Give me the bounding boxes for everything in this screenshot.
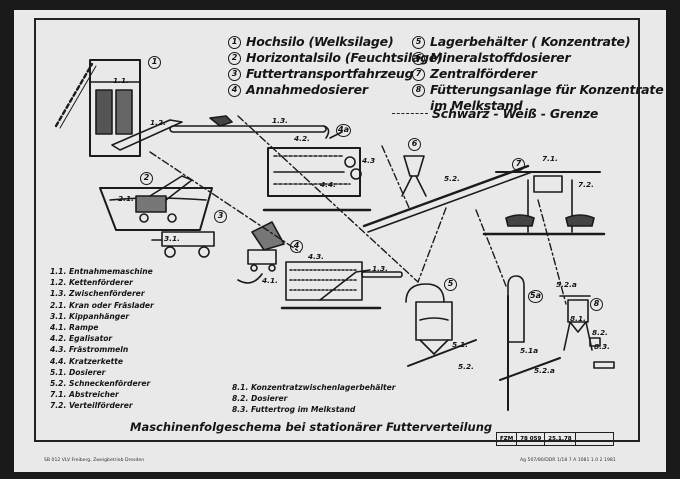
- part-1-3: 1.3. Zwischenförderer: [50, 289, 145, 299]
- label-1-3: 1.3.: [272, 116, 288, 125]
- legend-1-number: 1: [228, 36, 241, 49]
- parts-list-left: 1.1. Entnahmemaschine 1.2. Kettenfördere…: [50, 266, 154, 412]
- legend-4-number: 4: [228, 84, 241, 97]
- label-2: 2: [140, 172, 153, 185]
- chain-conveyor: [111, 115, 330, 151]
- label-7-1: 7.1.: [542, 154, 558, 163]
- label-8: 8: [590, 298, 603, 311]
- part-1-2: 1.2. Kettenförderer: [50, 278, 133, 288]
- boundary-line-sample: [392, 113, 428, 114]
- legend-3-text: Futtertransportfahrzeug: [246, 66, 414, 81]
- label-3-1: 3.1.: [164, 234, 180, 243]
- diagram-title: Maschinenfolgeschema bei stationärer Fut…: [130, 420, 493, 434]
- label-3: 3: [214, 210, 227, 223]
- black-white-boundary: [149, 115, 567, 305]
- label-8-3: 8.3.: [594, 342, 610, 351]
- legend-7-text: Zentralförderer: [430, 66, 537, 81]
- label-6: 6: [408, 138, 421, 151]
- drawing-stamp: FZM 78 059 25.1.78: [496, 432, 614, 446]
- label-7: 7: [512, 158, 525, 171]
- receiving-doser: [237, 221, 403, 310]
- part-3-1: 3.1. Kippanhänger: [50, 311, 130, 321]
- label-4-1: 4.1.: [262, 276, 278, 285]
- label-7-2: 7.2.: [578, 180, 594, 189]
- legend-5-number: 5: [412, 36, 425, 49]
- label-4-2: 4.2.: [294, 134, 310, 143]
- label-5: 5: [444, 278, 457, 291]
- label-4-3-bottom: 4.3.: [308, 252, 324, 261]
- legend-6-text: Mineralstoffdosierer: [430, 50, 571, 65]
- part-8-1: 8.1. Konzentratzwischenlagerbehälter: [232, 383, 396, 392]
- stamp-number: 78 059: [517, 433, 546, 445]
- label-5-1a: 5.1a: [520, 346, 539, 355]
- leveler-unit: [262, 131, 372, 212]
- part-7-1: 7.1. Abstreicher: [50, 390, 119, 400]
- concentrate-feeder: [559, 295, 615, 369]
- stamp-code: FZM: [497, 433, 518, 445]
- label-1-2: 1.2.: [150, 118, 166, 127]
- part-4-4: 4.4. Kratzerkette: [50, 356, 124, 366]
- legend-6-number: 6: [412, 52, 425, 65]
- legend-5-text: Lagerbehälter ( Konzentrate): [430, 34, 631, 49]
- legend-8-number: 8: [412, 84, 425, 97]
- label-4-3-top: 4.3: [362, 156, 376, 165]
- label-5a: 5a: [528, 290, 543, 303]
- label-5-2a-top: 5.2.a: [556, 280, 577, 289]
- legend-8-text: Fütterungsanlage für Konzentrate: [430, 82, 664, 97]
- footer-left: SB 012 VLV Freiberg, Zweigbetrieb Dresde…: [44, 458, 145, 463]
- legend-2-text: Horizontalsilo (Feuchtsilage): [246, 50, 443, 65]
- drawing-sheet: [14, 10, 666, 472]
- central-conveyor: [362, 164, 606, 236]
- part-8-3: 8.3. Futtertrog im Melkstand: [232, 405, 356, 414]
- part-5-2: 5.2. Schneckenförderer: [50, 379, 151, 389]
- legend-8-continuation: im Melkstand: [430, 98, 523, 113]
- part-2-1: 2.1. Kran oder Fräslader: [50, 300, 154, 310]
- storage-bin-5a: [499, 275, 561, 411]
- stamp-date: 25.1.78: [545, 433, 576, 445]
- mineral-doser: [401, 155, 427, 197]
- part-7-2: 7.2. Verteilförderer: [50, 401, 133, 411]
- part-4-2: 4.2. Egalisator: [50, 334, 113, 344]
- high-silo: [54, 59, 141, 157]
- parts-list-right: 8.1. Konzentratzwischenlagerbehälter 8.2…: [232, 382, 396, 415]
- label-1: 1: [148, 56, 161, 69]
- part-8-2: 8.2. Dosierer: [232, 394, 288, 403]
- part-4-1: 4.1. Rampe: [50, 323, 99, 333]
- drawing-border: [34, 18, 640, 442]
- label-4-4: 4.4.: [320, 180, 336, 189]
- label-8-1: 8.1.: [570, 314, 586, 323]
- label-5-2a-bottom: 5.2.a: [534, 366, 555, 375]
- legend-2-number: 2: [228, 52, 241, 65]
- tip-trailer: [151, 231, 215, 258]
- part-5-1: 5.1. Dosierer: [50, 367, 106, 377]
- legend-1-text: Hochsilo (Welksilage): [246, 34, 394, 49]
- part-1-1: 1.1. Entnahmemaschine: [50, 267, 153, 276]
- legend-boundary-text: Schwarz - Weiß - Grenze: [432, 106, 599, 121]
- label-4a: 4a: [336, 124, 351, 137]
- label-5-2-top: 5.2.: [444, 174, 460, 183]
- part-4-3: 4.3. Frästrommeln: [50, 345, 129, 355]
- horizontal-silo: [99, 175, 213, 231]
- label-1-1: 1.1.: [113, 76, 129, 85]
- label-5-1: 5.1.: [452, 340, 468, 349]
- legend-4-text: Annahmedosierer: [246, 82, 368, 97]
- label-8-2: 8.2.: [592, 328, 608, 337]
- label-5-2-bottom: 5.2.: [458, 362, 474, 371]
- label-2-1: 2.1.: [118, 194, 134, 203]
- legend-7-number: 7: [412, 68, 425, 81]
- label-4: 4: [290, 240, 303, 253]
- storage-bin: [405, 283, 477, 367]
- label-1-3-bottom: 1.3.: [372, 264, 388, 273]
- footer-right: Ag 507/80/DDR 1/18 7 A 1081 1.0 2 1981: [520, 458, 616, 463]
- legend-3-number: 3: [228, 68, 241, 81]
- stamp-blank: [576, 433, 613, 445]
